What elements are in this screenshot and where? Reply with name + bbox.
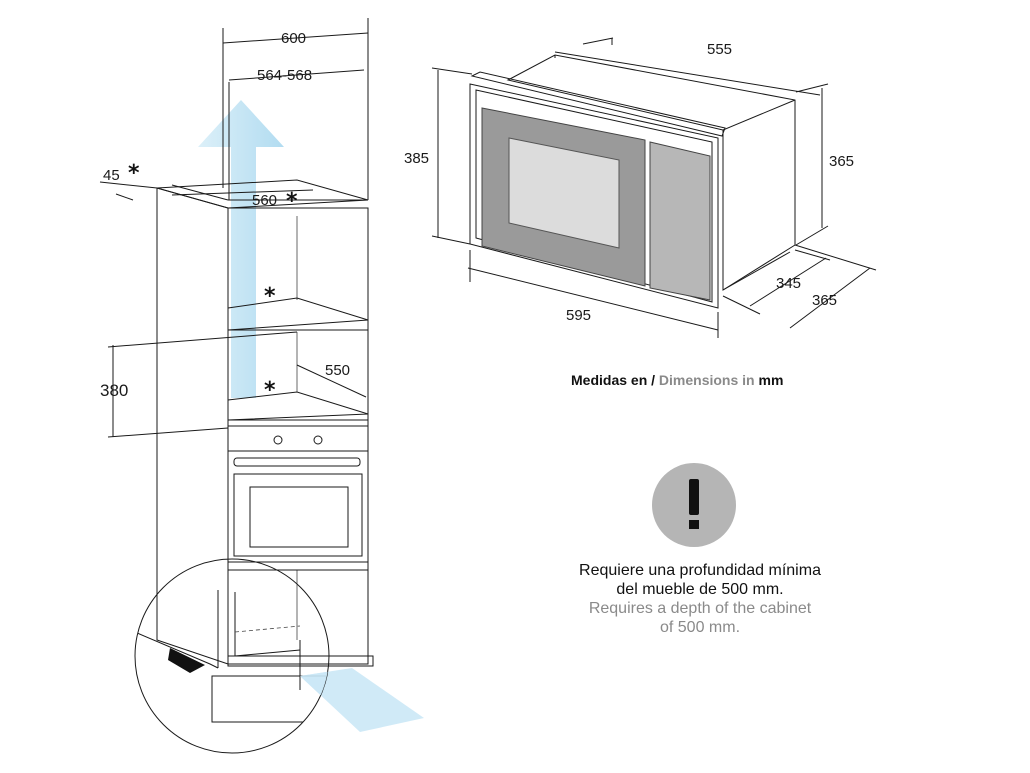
exclamation-icon	[689, 479, 699, 515]
warning-line1-en: Requires a depth of the cabinet	[588, 600, 812, 617]
microwave-drawing	[469, 54, 796, 309]
units-note: Medidas en / Dimensions in mm	[571, 372, 784, 388]
cabinet-depth-label: 45	[103, 167, 120, 184]
svg-text:*: *	[264, 284, 276, 309]
mw-body-height-label: 365	[829, 153, 854, 170]
mw-total-depth-label: 365	[812, 292, 837, 309]
cabinet-dimension-labels: 600 564-568 45 * 560 * * * 550 380	[100, 30, 350, 403]
cabinet-inner-width-label: 564-568	[257, 67, 312, 84]
airflow-bottom-arrow	[300, 668, 424, 732]
microwave-dimension-labels: 555 385 365 345 365 595	[404, 41, 854, 324]
cabinet-dimensions	[99, 18, 369, 438]
warning-icon	[652, 463, 736, 547]
opening-width-label: 560	[252, 192, 277, 209]
mw-depth-label: 345	[776, 275, 801, 292]
shelf-depth-label: 550	[325, 362, 350, 379]
niche-height-label: 380	[100, 381, 128, 400]
warning-text: Requiere una profundidad mínima del mueb…	[540, 561, 860, 637]
svg-text:*: *	[264, 378, 276, 403]
svg-text:*: *	[128, 161, 140, 186]
mw-height-label: 385	[404, 150, 429, 167]
microwave-dimensions	[431, 37, 877, 338]
mw-width-top-label: 555	[707, 41, 732, 58]
warning-line2-es: del mueble de 500 mm.	[616, 581, 784, 598]
cabinet-drawing	[134, 100, 424, 754]
cabinet-width-label: 600	[281, 30, 306, 47]
svg-text:*: *	[286, 189, 298, 214]
airflow-up-arrow	[198, 100, 284, 398]
mw-front-width-label: 595	[566, 307, 591, 324]
warning-line1-es: Requiere una profundidad mínima	[579, 562, 821, 579]
warning-line2-en: of 500 mm.	[659, 619, 741, 636]
detail-magnifier	[134, 558, 330, 754]
